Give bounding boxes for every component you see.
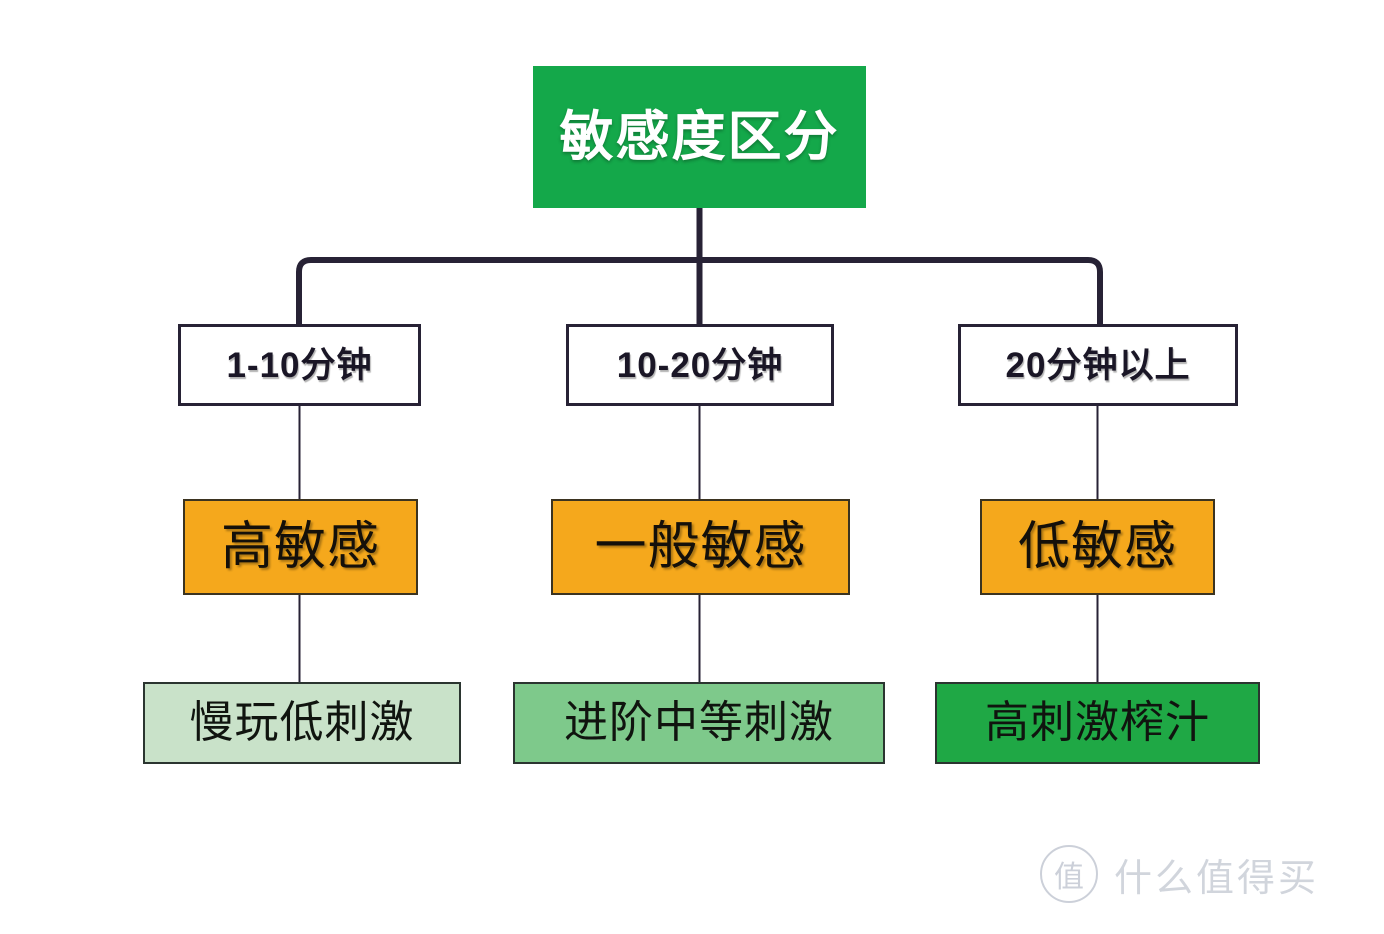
sensitivity-node-2[interactable]: 一般敏感 — [551, 499, 850, 595]
recommendation-node-2[interactable]: 进阶中等刺激 — [513, 682, 885, 764]
recommendation-node-3[interactable]: 高刺激榨汁 — [935, 682, 1260, 764]
duration-node-2[interactable]: 10-20分钟 — [566, 324, 834, 406]
watermark: 值 什么值得买 — [1040, 845, 1319, 903]
connector-bus — [296, 257, 1103, 324]
recommendation-node-1[interactable]: 慢玩低刺激 — [143, 682, 461, 764]
sensitivity-node-3[interactable]: 低敏感 — [980, 499, 1215, 595]
watermark-text: 什么值得买 — [1114, 857, 1320, 900]
duration-node-3[interactable]: 20分钟以上 — [958, 324, 1238, 406]
sensitivity-node-1[interactable]: 高敏感 — [183, 499, 418, 595]
watermark-badge-icon: 值 — [1040, 845, 1098, 903]
duration-node-1[interactable]: 1-10分钟 — [178, 324, 421, 406]
root-node[interactable]: 敏感度区分 — [533, 66, 866, 208]
